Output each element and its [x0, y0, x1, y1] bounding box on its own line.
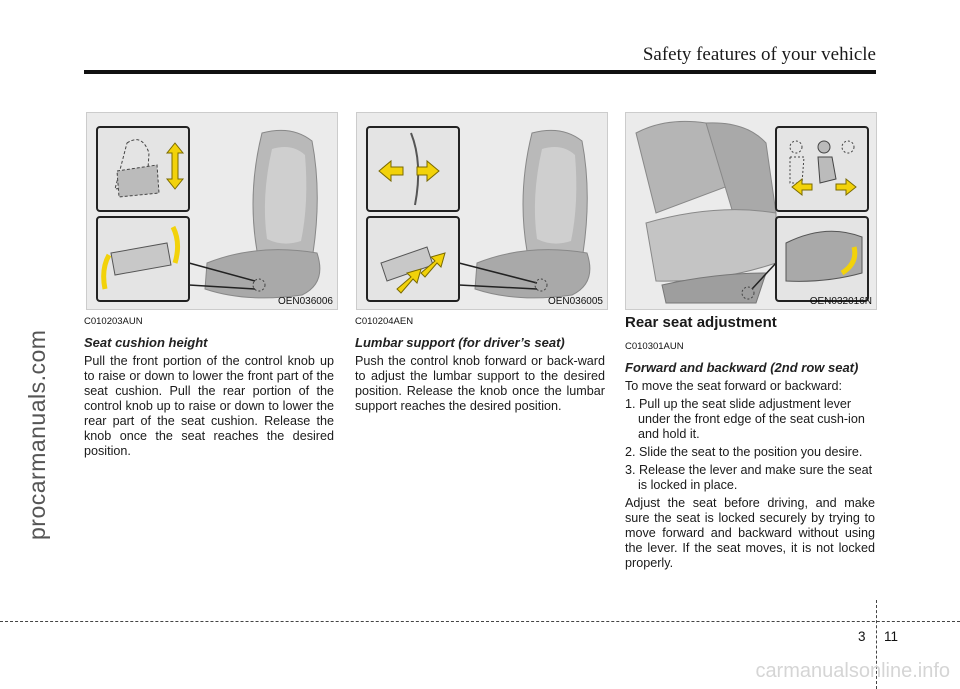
list-item: 1. Pull up the seat slide adjustment lev…: [625, 397, 865, 441]
body-paragraph: Push the control knob forward or back-wa…: [355, 354, 605, 413]
rear-seat-illustration: [626, 113, 876, 309]
section-code: C010301AUN: [625, 341, 684, 352]
section-code: C010203AUN: [84, 316, 143, 327]
figure-code: OEN036006: [277, 296, 333, 307]
lumbar-illustration: [357, 113, 607, 309]
subheading: Lumbar support (for driver’s seat): [355, 335, 565, 350]
subheading: Forward and backward (2nd row seat): [625, 360, 859, 375]
section-heading: Rear seat adjustment: [625, 314, 777, 331]
intro-text: To move the seat forward or backward:: [625, 379, 842, 393]
footer-divider: [0, 621, 960, 622]
steps-list: 1. Pull up the seat slide adjustment lev…: [625, 397, 875, 493]
figure-rear-seat: OEN032016N: [625, 112, 877, 310]
side-watermark-text: procarmanuals.com: [24, 329, 50, 540]
column-lumbar-support: C010204AEN Lumbar support (for driver’s …: [355, 316, 605, 414]
chapter-number: 3: [858, 629, 866, 644]
header-rule: [84, 70, 876, 74]
column-seat-cushion: C010203AUN Seat cushion height Pull the …: [84, 316, 334, 459]
side-watermark: procarmanuals.com: [4, 100, 50, 600]
figure-seat-cushion-height: OEN036006: [86, 112, 338, 310]
body-paragraph: Pull the front portion of the control kn…: [84, 354, 334, 458]
footer-vertical-divider: [876, 600, 877, 689]
list-item: 2. Slide the seat to the position you de…: [625, 445, 863, 459]
seat-cushion-illustration: [87, 113, 337, 309]
figure-code: OEN032016N: [809, 296, 872, 307]
figure-lumbar-support: OEN036005: [356, 112, 608, 310]
list-item: 3. Release the lever and make sure the s…: [625, 463, 873, 492]
section-code: C010204AEN: [355, 316, 414, 327]
page-number: 11: [884, 629, 899, 644]
column-rear-seat: Rear seat adjustment C010301AUN Forward …: [625, 314, 875, 571]
subheading: Seat cushion height: [84, 335, 208, 350]
page-header-title: Safety features of your vehicle: [642, 44, 876, 65]
figure-code: OEN036005: [547, 296, 603, 307]
body-paragraph: Adjust the seat before driving, and make…: [625, 496, 875, 570]
bottom-watermark: carmanualsonline.info: [755, 660, 950, 682]
